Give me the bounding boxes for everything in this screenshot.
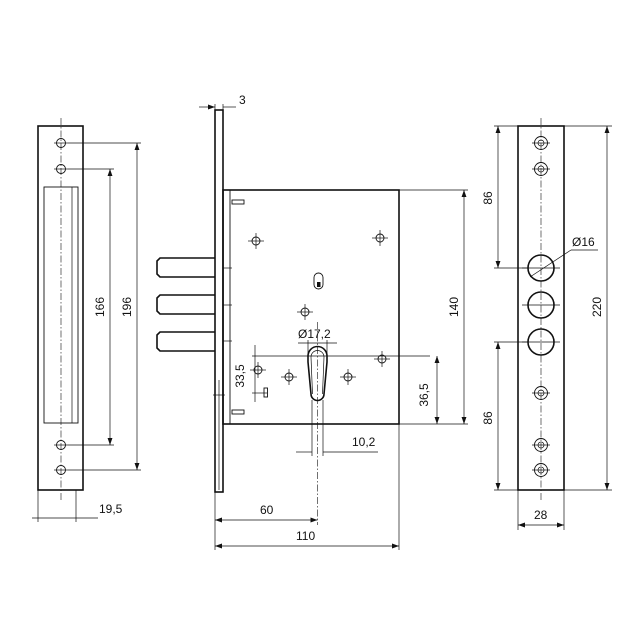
- faceplate-screw-hole: [532, 386, 550, 400]
- strike-screw-hole: [54, 465, 68, 475]
- dimension-3-label: 3: [239, 93, 246, 107]
- dimension-140-label: 140: [447, 297, 461, 317]
- dimension-28-label: 28: [534, 508, 548, 522]
- strike-plate-view: 166 196 19,5: [32, 118, 141, 522]
- deadbolt-lower: [156, 331, 232, 352]
- faceplate-front-view: Ø16 86 86 220 28: [481, 118, 612, 530]
- strike-screw-hole: [54, 138, 68, 148]
- latch-slot: [263, 387, 268, 398]
- spindle-slot: [313, 272, 324, 290]
- dimension-10-2-label: 10,2: [352, 435, 376, 449]
- case-screw-hole: [281, 369, 297, 385]
- faceplate-screw-hole: [532, 438, 550, 452]
- dimension-36-5-label: 36,5: [417, 383, 431, 407]
- deadbolt-upper: [156, 257, 232, 278]
- strike-plate-outline: [37, 125, 84, 491]
- case-screw-hole: [297, 304, 313, 320]
- dimension-220-label: 220: [590, 297, 604, 317]
- faceplate-screw-hole: [532, 463, 550, 477]
- dimension-16-leader: [529, 249, 572, 278]
- dimension-110-label: 110: [296, 529, 315, 543]
- dimension-86-bottom-label: 86: [481, 411, 495, 425]
- case-screw-hole: [374, 351, 390, 367]
- faceplate-screw-hole: [532, 136, 550, 150]
- dimension-33-5-label: 33,5: [233, 364, 247, 388]
- strike-screw-hole: [54, 440, 68, 450]
- dimension-16-label: Ø16: [572, 235, 595, 249]
- case-screw-hole: [372, 230, 388, 246]
- case-screw-hole: [248, 233, 264, 249]
- dimension-86-top-label: 86: [481, 191, 495, 205]
- dimension-60-label: 60: [260, 503, 274, 517]
- lock-case: [222, 189, 400, 425]
- case-screw-hole: [250, 362, 266, 378]
- strike-screw-hole: [54, 164, 68, 174]
- dimension-166-label: 166: [93, 297, 107, 317]
- dimension-17-2-label: Ø17,2: [298, 327, 331, 341]
- lock-body-view: 3 Ø17,2 33,5 36,5 140 10,2 60 110: [156, 93, 468, 550]
- faceplate-screw-hole: [532, 162, 550, 176]
- case-screw-hole: [340, 369, 356, 385]
- deadbolt-middle: [156, 294, 232, 315]
- dimension-19-5-label: 19,5: [99, 502, 123, 516]
- dimension-196-label: 196: [120, 297, 134, 317]
